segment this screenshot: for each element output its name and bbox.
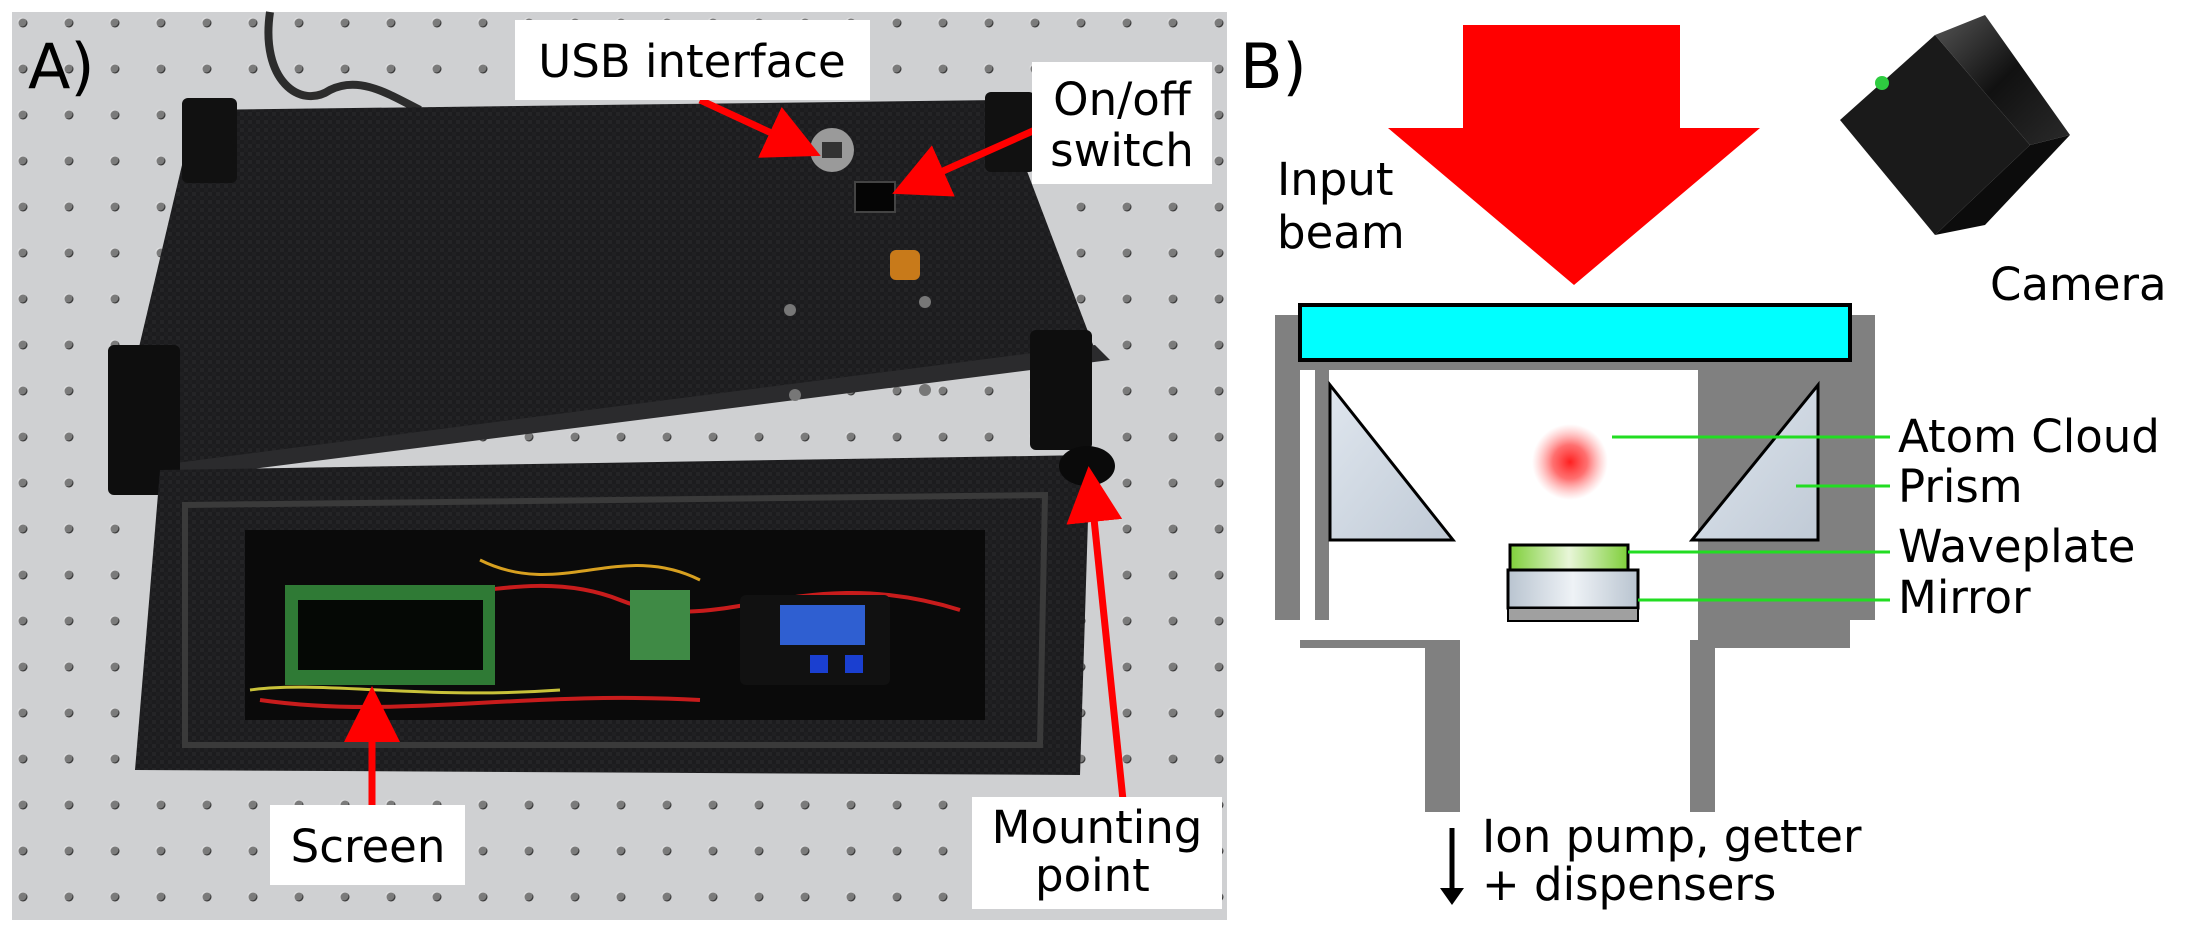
input-beam-label-line2: beam	[1277, 206, 1405, 259]
camera-icon	[1840, 15, 2070, 235]
dc-converter-knob	[810, 655, 828, 673]
mounting-point-label-line1: Mounting	[992, 801, 1203, 854]
lid-edge	[160, 345, 1110, 480]
mirror-label: Mirror	[1898, 571, 2031, 624]
dc-converter-display	[780, 605, 865, 645]
arrow-switch	[892, 126, 1037, 197]
arrow-usb	[698, 96, 821, 158]
lcd-display	[298, 600, 483, 670]
cable	[264, 11, 422, 114]
pcb	[630, 590, 690, 660]
screw	[919, 296, 931, 308]
label-box	[515, 20, 870, 100]
screw	[784, 304, 796, 316]
on-off-switch-label-line1: On/off	[1053, 73, 1192, 126]
panel-a-labels: USB interface On/off switch Screen Mount…	[28, 20, 1222, 909]
mirror-mount	[1507, 607, 1639, 622]
panel-a-arrows	[344, 96, 1127, 805]
wire	[259, 695, 701, 710]
vacuum-chamber	[1275, 315, 1875, 812]
input-beam-label-line1: Input	[1277, 153, 1394, 206]
screw	[789, 389, 801, 401]
indicator-led	[890, 250, 920, 280]
mounting-point-label-line2: point	[1035, 849, 1150, 902]
clamp	[108, 345, 180, 495]
usb-interface-label: USB interface	[538, 35, 845, 88]
label-box	[972, 797, 1222, 909]
arrow-mount	[1066, 466, 1127, 801]
clamp	[985, 92, 1035, 172]
prism-right	[1688, 380, 1820, 542]
pump-label-line2: + dispensers	[1482, 858, 1776, 911]
pump-label-line1: Ion pump, getter	[1482, 810, 1862, 863]
label-box	[270, 805, 465, 885]
prism-left	[1328, 380, 1457, 542]
power-switch	[854, 181, 896, 213]
prism-label: Prism	[1898, 460, 2023, 513]
vacuum-window	[1298, 303, 1852, 362]
atom-cloud	[1532, 424, 1608, 500]
atom-cloud-label: Atom Cloud	[1898, 410, 2160, 463]
screw	[919, 384, 931, 396]
waveplate-label: Waveplate	[1898, 520, 2135, 573]
mirror	[1506, 568, 1640, 610]
panel-a-letter: A)	[28, 30, 95, 103]
screen-label: Screen	[291, 820, 446, 873]
wire	[479, 558, 701, 582]
clamp	[1030, 330, 1092, 450]
mounting-foot	[1059, 446, 1115, 486]
clamp	[182, 98, 237, 183]
camera-label: Camera	[1990, 258, 2167, 311]
dc-converter-knob	[845, 655, 863, 673]
pump-arrow-head	[1440, 888, 1464, 905]
waveplate	[1508, 543, 1630, 572]
panel-b-letter: B)	[1240, 30, 1307, 103]
input-beam-arrow	[1388, 25, 1760, 285]
usb-socket	[822, 142, 842, 158]
on-off-switch-label-line2: switch	[1050, 124, 1194, 177]
chamber-wall	[1820, 370, 1834, 620]
chamber-wall	[1315, 370, 1329, 620]
panel-b-schematic: B) Input beam Camera	[1240, 15, 2167, 911]
label-box	[1032, 62, 1212, 184]
window-frame	[182, 491, 1049, 748]
